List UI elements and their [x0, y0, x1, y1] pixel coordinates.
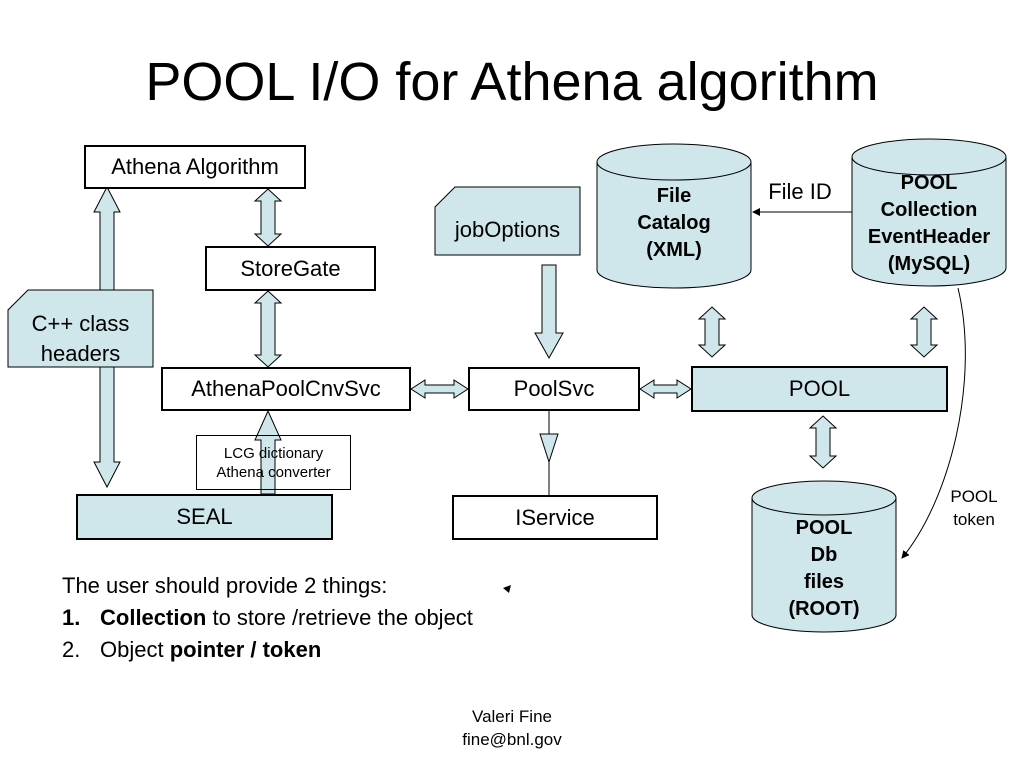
small-arrowhead [503, 585, 511, 593]
notes-item-2-token: token [262, 637, 322, 662]
pool-svc-box: PoolSvc [468, 367, 640, 411]
pool-collection-label: POOL Collection EventHeader (MySQL) [867, 172, 991, 275]
athena-pool-cnv-svc-box: AthenaPoolCnvSvc [161, 367, 411, 411]
double-arrow-catalog-pool [697, 306, 727, 358]
double-arrow-poolsvc-pool [639, 379, 692, 399]
notes-intro: The user should provide 2 things: [62, 573, 388, 598]
arrow-pool-token [901, 287, 966, 559]
lcg-dictionary-box: LCG dictionary Athena converter [196, 435, 351, 490]
file-catalog-cylinder [596, 143, 752, 289]
file-catalog-label: File Catalog (XML) [637, 185, 711, 261]
notes-item-2-pre: Object [100, 637, 170, 662]
pool-svc-label: PoolSvc [513, 376, 595, 401]
double-arrow-alg-storegate [253, 188, 283, 247]
joboptions-label: jobOptions [454, 217, 561, 242]
iservice-label: IService [515, 504, 595, 530]
notes-item-2-number: 2. [62, 637, 81, 662]
notes-item-1-text: to store /retrieve the object [206, 605, 473, 630]
notes-item-2-sep: / [244, 637, 263, 662]
notes: The user should provide 2 things: 1. Col… [62, 570, 473, 666]
notes-item-2: 2. Object pointer / token [62, 634, 473, 666]
athena-pool-cnv-svc-label: AthenaPoolCnvSvc [191, 376, 381, 401]
slide-title: POOL I/O for Athena algorithm [145, 52, 879, 112]
storegate-box: StoreGate [205, 246, 376, 291]
arrow-joboptions-to-poolsvc [534, 264, 564, 360]
pool-box: POOL [691, 366, 948, 412]
joboptions-shape [434, 186, 581, 256]
athena-algorithm-label: Athena Algorithm [111, 154, 279, 179]
pool-label: POOL [788, 376, 851, 401]
iservice-box: IService [452, 495, 658, 540]
seal-label: SEAL [176, 504, 233, 529]
storegate-label: StoreGate [240, 255, 341, 281]
seal-box: SEAL [76, 494, 333, 540]
double-arrow-collection-pool [909, 306, 939, 358]
footer: Valeri Fine fine@bnl.gov [412, 705, 612, 751]
pool-token-label: POOL token [950, 487, 998, 529]
pool-db-files-cylinder [751, 480, 897, 633]
footer-email: fine@bnl.gov [462, 730, 562, 749]
athena-algorithm-box: Athena Algorithm [84, 145, 306, 189]
file-id-label: File ID [768, 179, 832, 204]
cpp-class-headers-label: C++ class headers [31, 311, 130, 366]
notes-item-1-bold: Collection [100, 605, 207, 630]
notes-item-2-pointer: pointer [169, 637, 245, 662]
notes-item-1-number: 1. [62, 605, 81, 630]
cpp-headers-shape [7, 289, 154, 368]
footer-name: Valeri Fine [472, 707, 552, 726]
pool-collection-cylinder [851, 138, 1007, 287]
pool-db-files-label: POOL Db files (ROOT) [788, 517, 860, 620]
triangle-poolsvc-iservice [539, 433, 559, 464]
lcg-dictionary-label: LCG dictionary Athena converter [216, 444, 331, 481]
arrow-seal-to-cnvsvc [254, 409, 282, 495]
notes-item-1: 1. Collection to store /retrieve the obj… [62, 602, 473, 634]
double-arrow-cnvsvc-poolsvc [410, 379, 469, 399]
double-arrow-pool-dbfiles [808, 415, 838, 469]
double-arrow-storegate-cnvsvc [253, 290, 283, 368]
